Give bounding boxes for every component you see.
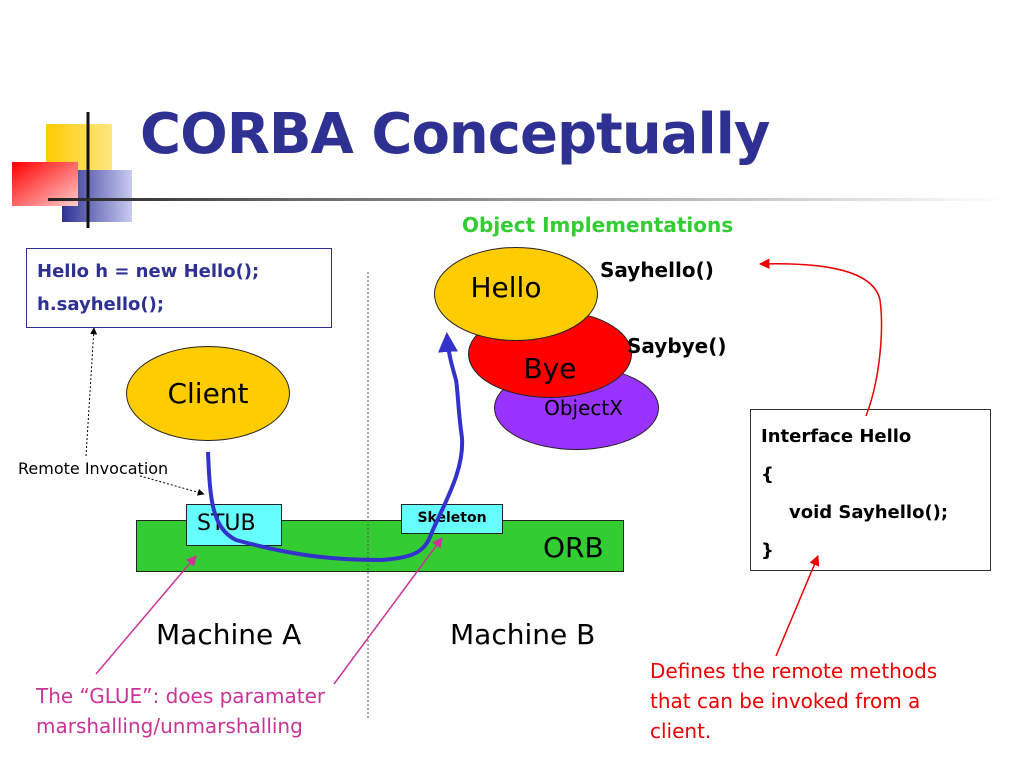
remote-invocation-arrow-stub xyxy=(139,475,205,496)
objectx-label: ObjectX xyxy=(544,396,623,420)
machine-b-label: Machine B xyxy=(450,618,596,651)
glue-note-line-1: The “GLUE”: does paramater xyxy=(36,684,326,708)
defines-arrow xyxy=(775,555,820,657)
glue-note-line-2: marshalling/unmarshalling xyxy=(36,714,303,738)
glue-arrow-stub xyxy=(95,555,197,675)
interface-line-3: void Sayhello(); xyxy=(789,502,949,523)
skeleton-label: Skeleton xyxy=(417,510,487,526)
client-code-box: Hello h = new Hello(); h.sayhello(); xyxy=(26,248,332,328)
client-ellipse: Client xyxy=(126,346,290,441)
saybye-method-label: Saybye() xyxy=(627,334,727,358)
title-decoration xyxy=(12,112,132,228)
glue-note: The “GLUE”: does paramater marshalling/u… xyxy=(36,681,325,741)
bye-label: Bye xyxy=(523,351,577,385)
skeleton-box: Skeleton xyxy=(401,504,503,534)
client-code-line-1: Hello h = new Hello(); xyxy=(37,261,260,282)
interface-line-4: } xyxy=(761,540,774,561)
defines-note-line-3: client. xyxy=(650,719,712,743)
title-underline xyxy=(48,198,1008,201)
interface-box: Interface Hello { void Sayhello(); } xyxy=(750,409,991,571)
stub-label: STUB xyxy=(197,511,256,536)
remote-invocation-label: Remote Invocation xyxy=(18,459,169,478)
remote-invocation-arrow-up xyxy=(85,327,98,457)
hello-label: Hello xyxy=(470,270,542,304)
client-code-line-2: h.sayhello(); xyxy=(37,294,165,315)
defines-note: Defines the remote methods that can be i… xyxy=(650,656,937,746)
stub-box: STUB xyxy=(186,504,282,546)
hello-ellipse: Hello xyxy=(434,247,598,341)
interface-line-1: Interface Hello xyxy=(761,426,912,447)
object-implementations-label: Object Implementations xyxy=(462,213,734,237)
machine-a-label: Machine A xyxy=(156,618,302,651)
interface-line-2: { xyxy=(761,464,774,485)
interface-to-sayhello-arrow xyxy=(758,258,883,417)
client-label: Client xyxy=(167,377,249,410)
orb-label: ORB xyxy=(543,531,604,564)
defines-note-line-2: that can be invoked from a xyxy=(650,689,921,713)
page-title: CORBA Conceptually xyxy=(140,102,770,167)
defines-note-line-1: Defines the remote methods xyxy=(650,659,938,683)
sayhello-method-label: Sayhello() xyxy=(600,258,714,282)
